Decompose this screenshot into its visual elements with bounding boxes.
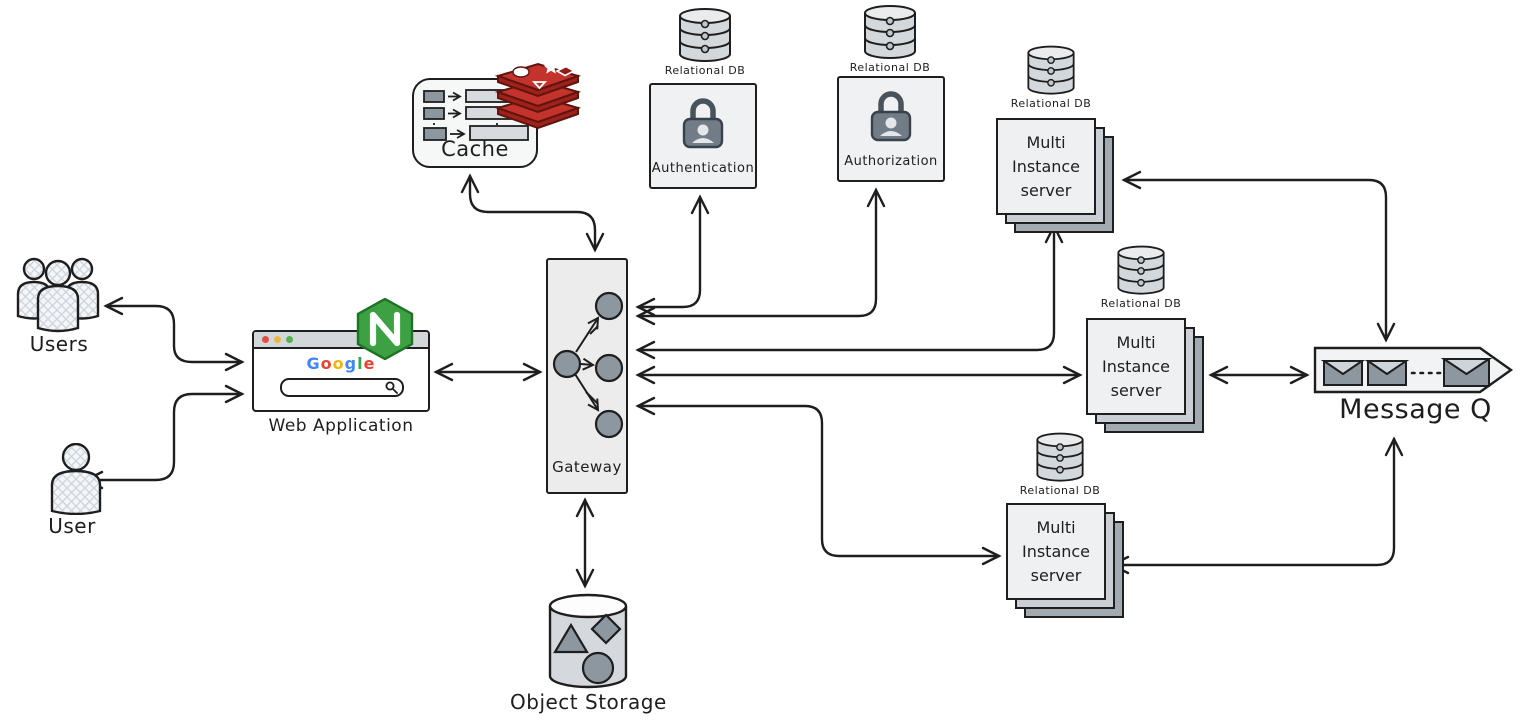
server2-node[interactable]: Multi Instance server <box>1086 318 1204 434</box>
auth-db-label: Relational DB <box>664 64 746 77</box>
user-icon[interactable] <box>40 443 112 515</box>
server3-line3: server <box>1030 566 1082 585</box>
server2-line1: Multi <box>1116 333 1156 352</box>
edge-cache-gateway[interactable] <box>460 173 605 253</box>
database-icon[interactable] <box>1112 245 1170 297</box>
edge-server1-messageq[interactable] <box>1121 170 1396 343</box>
lock-icon <box>870 91 912 142</box>
server2-line2: Instance <box>1101 357 1171 376</box>
browser-dot-red <box>262 336 269 343</box>
search-input[interactable] <box>280 378 404 397</box>
authorization-node[interactable]: Authorization <box>837 76 945 182</box>
browser-dot-green <box>286 336 293 343</box>
cache-label: Cache <box>441 137 509 161</box>
user-label: User <box>48 514 96 538</box>
server3-db-label: Relational DB <box>1019 484 1101 497</box>
database-icon[interactable] <box>1031 432 1089 484</box>
redis-logo-icon[interactable] <box>494 52 582 138</box>
authentication-node[interactable]: Authentication <box>649 83 757 189</box>
edge-gateway-server1[interactable] <box>635 223 1064 360</box>
edge-gateway-authentication[interactable] <box>635 194 710 317</box>
authorization-label: Authorization <box>844 154 938 169</box>
envelope-icon <box>1364 360 1410 386</box>
server3-node[interactable]: Multi Instance server <box>1006 503 1124 619</box>
search-icon <box>385 381 398 394</box>
authentication-label: Authentication <box>651 161 755 176</box>
database-icon[interactable] <box>858 5 922 61</box>
server1-line2: Instance <box>1011 157 1081 176</box>
server2-db-label: Relational DB <box>1100 297 1182 310</box>
envelope-icon <box>1320 360 1366 386</box>
message-queue-node[interactable] <box>1313 344 1515 398</box>
edge-user-webapp[interactable] <box>83 384 245 490</box>
object-storage-label: Object Storage <box>510 690 667 714</box>
lock-icon <box>682 98 724 149</box>
users-icon[interactable] <box>12 256 104 334</box>
edge-users-webapp[interactable] <box>103 296 245 372</box>
browser-dot-yellow <box>274 336 281 343</box>
server1-db-label: Relational DB <box>1010 97 1092 110</box>
edge-server3-messageq[interactable] <box>1109 436 1404 575</box>
server1-node[interactable]: Multi Instance server <box>996 118 1114 234</box>
gateway-graph-icon <box>552 291 624 439</box>
server1-line3: server <box>1020 181 1072 200</box>
webapp-label: Web Application <box>268 416 414 436</box>
server1-line1: Multi <box>1026 133 1066 152</box>
google-logo-text: Google <box>306 354 376 373</box>
server3-line1: Multi <box>1036 518 1076 537</box>
edge-gateway-server3[interactable] <box>635 396 1002 566</box>
message-q-label: Message Q <box>1339 394 1492 425</box>
users-label: Users <box>29 332 89 356</box>
edge-gateway-authorization[interactable] <box>635 187 886 326</box>
server2-line3: server <box>1110 381 1162 400</box>
gateway-node[interactable]: Gateway <box>546 258 628 494</box>
database-icon[interactable] <box>673 8 737 64</box>
object-storage-node[interactable] <box>546 592 630 696</box>
gateway-label: Gateway <box>552 458 622 476</box>
envelope-icon <box>1440 358 1493 387</box>
database-icon[interactable] <box>1022 45 1080 97</box>
server3-line2: Instance <box>1021 542 1091 561</box>
nginx-logo-icon[interactable] <box>356 298 414 360</box>
authz-db-label: Relational DB <box>849 61 931 74</box>
